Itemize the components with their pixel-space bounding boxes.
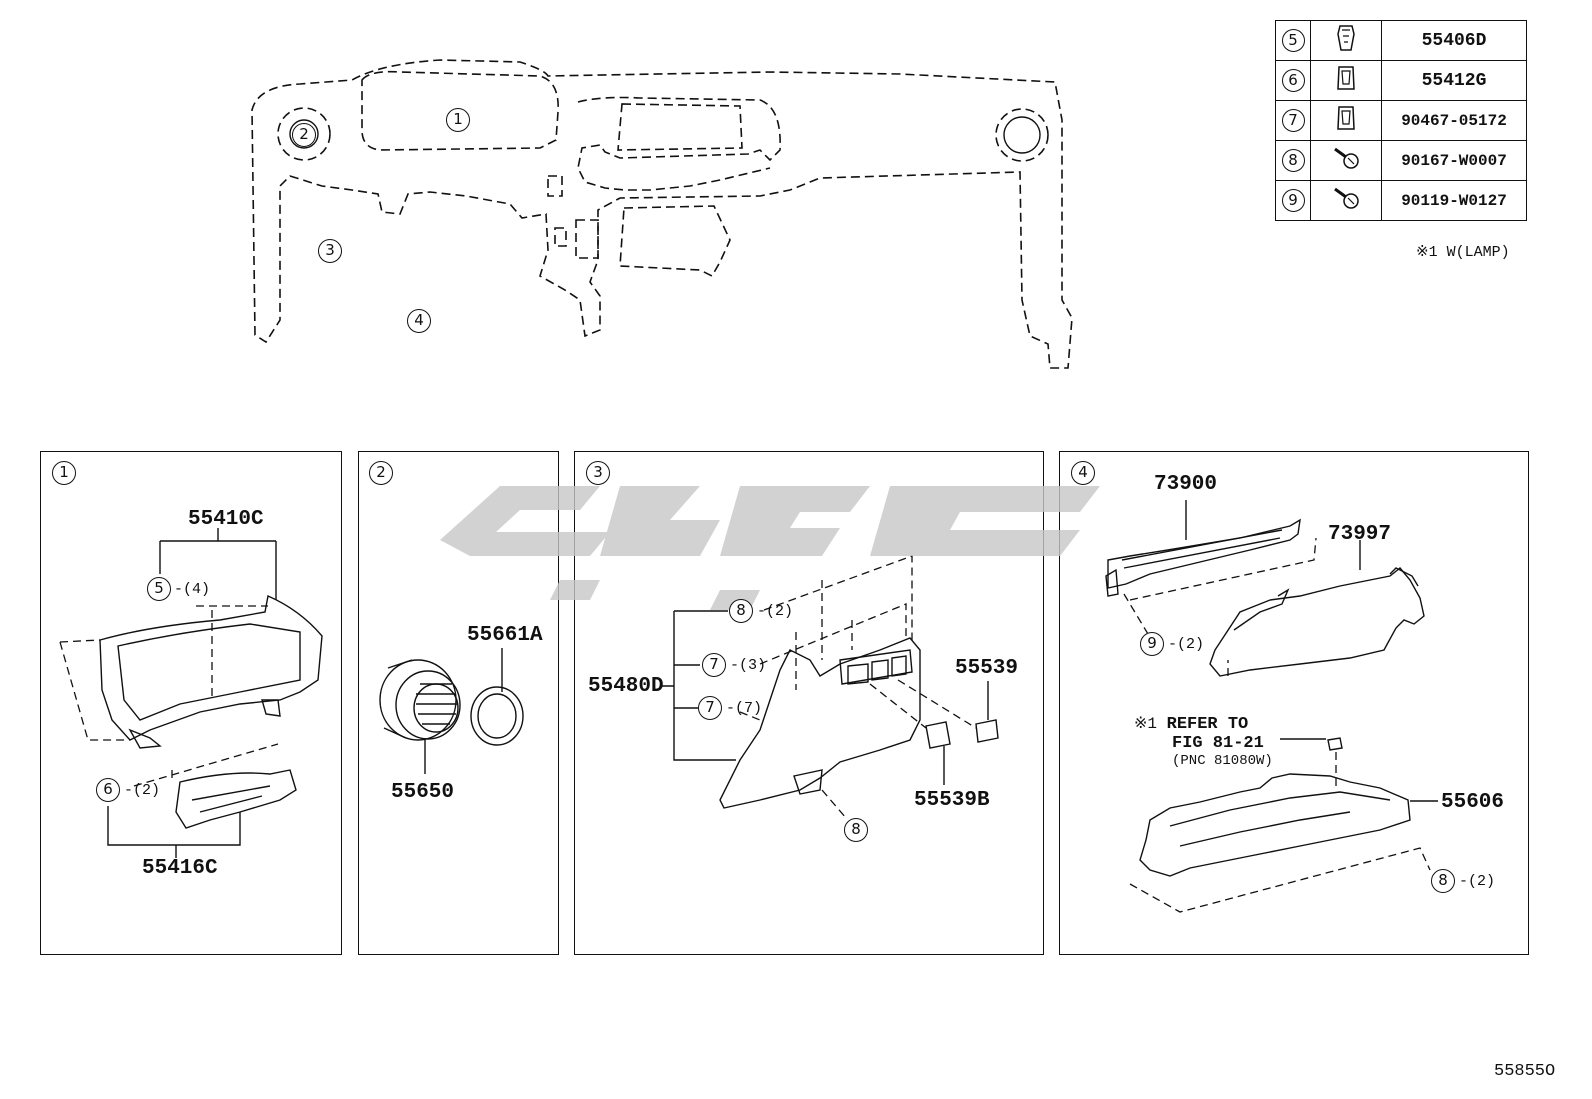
note-mark: ※1 — [1134, 715, 1158, 733]
fastener-legend-table: 5 55406D 6 55412G 7 90467-05172 8 90167-… — [1275, 20, 1527, 221]
screw-qty: -(2) — [757, 603, 794, 620]
legend-ref: 6 — [1281, 69, 1305, 92]
panel-3 — [574, 451, 1044, 955]
clip-qty: -(4) — [174, 581, 211, 598]
part-number-55661A[interactable]: 55661A — [467, 624, 543, 647]
legend-ref: 8 — [1281, 149, 1305, 172]
legend-ref: 9 — [1281, 189, 1305, 212]
overview-ref-1[interactable]: 1 — [446, 108, 470, 132]
overview-ref-4[interactable]: 4 — [407, 309, 431, 333]
part-number-55410C[interactable]: 55410C — [188, 508, 264, 531]
panel-3-ref: 3 — [586, 461, 610, 485]
illustration-code: 55855O — [1494, 1062, 1556, 1081]
panel-4 — [1059, 451, 1529, 955]
legend-part-number: 90467-05172 — [1381, 100, 1527, 141]
clip-ref-7[interactable]: 7 — [702, 653, 726, 677]
part-number-73997[interactable]: 73997 — [1328, 523, 1392, 546]
screw-ref-8[interactable]: 8 — [1431, 869, 1455, 893]
screw-ref-8[interactable]: 8 — [729, 599, 753, 623]
part-number-55606[interactable]: 55606 — [1441, 791, 1505, 814]
clip-qty: -(3) — [730, 657, 767, 674]
part-number-55539B[interactable]: 55539B — [914, 789, 990, 812]
clip-icon — [1337, 66, 1355, 90]
legend-part-number: 90167-W0007 — [1381, 140, 1527, 181]
screw-ref-9[interactable]: 9 — [1140, 632, 1164, 656]
panel-1 — [40, 451, 342, 955]
part-number-55539[interactable]: 55539 — [955, 657, 1019, 680]
refer-note-line2: FIG 81-21 — [1172, 735, 1264, 752]
legend-ref: 5 — [1281, 29, 1305, 52]
legend-row[interactable]: 9 90119-W0127 — [1275, 180, 1527, 221]
clip-qty: -(2) — [124, 782, 161, 799]
part-number-55480D[interactable]: 55480D — [588, 675, 664, 698]
note-text: REFER TO — [1166, 715, 1249, 734]
clip-icon — [1337, 25, 1355, 51]
panel-2-ref: 2 — [369, 461, 393, 485]
clip-icon — [1337, 106, 1355, 130]
refer-note-line3: (PNC 81080W) — [1172, 753, 1273, 769]
clip-qty: -(7) — [726, 700, 763, 717]
overview-ref-3[interactable]: 3 — [318, 239, 342, 263]
legend-row[interactable]: 8 90167-W0007 — [1275, 140, 1527, 181]
legend-note: ※1 W(LAMP) — [1416, 244, 1510, 261]
legend-part-number: 90119-W0127 — [1381, 180, 1527, 221]
legend-row[interactable]: 5 55406D — [1275, 20, 1527, 61]
part-number-73900[interactable]: 73900 — [1154, 473, 1218, 496]
clip-ref-6[interactable]: 6 — [96, 778, 120, 802]
clip-ref-7[interactable]: 7 — [698, 696, 722, 720]
screw-qty: -(2) — [1168, 636, 1205, 653]
panel-1-ref: 1 — [52, 461, 76, 485]
screw-qty: -(2) — [1459, 873, 1496, 890]
panel-2 — [358, 451, 559, 955]
legend-row[interactable]: 7 90467-05172 — [1275, 100, 1527, 141]
clip-ref-5[interactable]: 5 — [147, 577, 171, 601]
overview-ref-2[interactable]: 2 — [292, 123, 316, 147]
part-number-55416C[interactable]: 55416C — [142, 857, 218, 880]
panel-4-ref: 4 — [1071, 461, 1095, 485]
legend-ref: 7 — [1281, 109, 1305, 132]
part-number-55650[interactable]: 55650 — [391, 781, 455, 804]
refer-note-line1: ※1 REFER TO — [1134, 716, 1248, 733]
note-fig[interactable]: FIG 81-21 — [1172, 734, 1264, 753]
legend-part-number: 55406D — [1381, 20, 1527, 61]
screw-ref-8[interactable]: 8 — [844, 818, 868, 842]
screw-icon — [1334, 147, 1359, 169]
screw-icon — [1334, 187, 1359, 209]
